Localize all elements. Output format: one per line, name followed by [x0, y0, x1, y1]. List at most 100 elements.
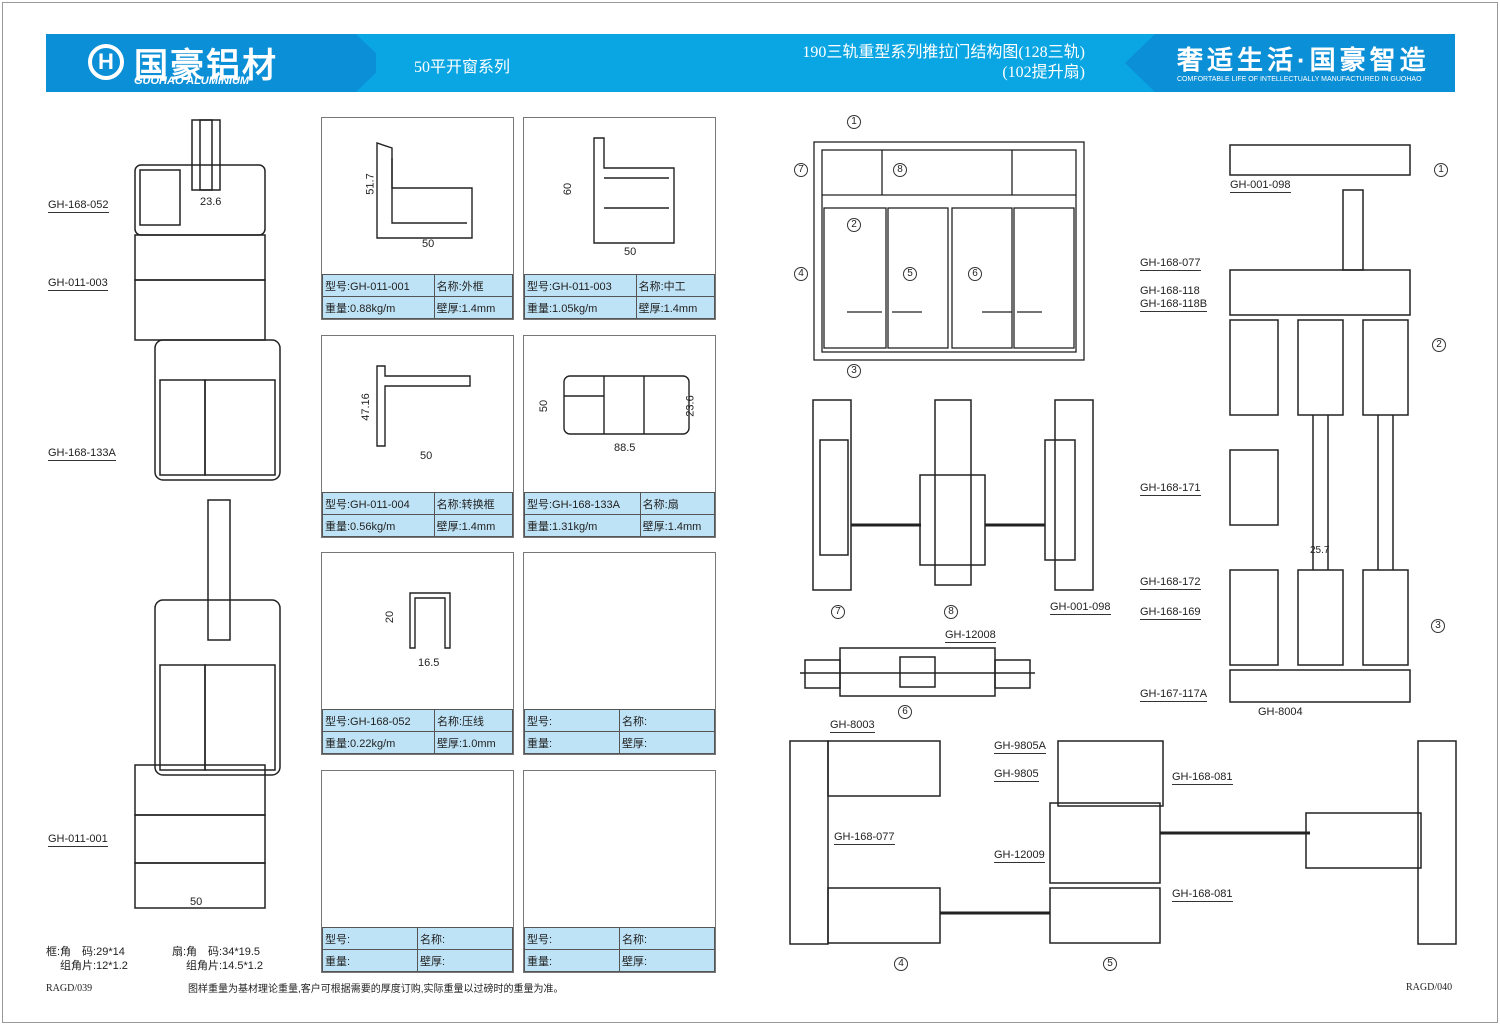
callout-1: 1 — [847, 115, 861, 129]
dimension: 51.7 — [364, 173, 377, 195]
profile-label: GH-168-077 — [834, 831, 895, 845]
callout-6: 6 — [968, 267, 982, 281]
profile-label: GH-168-081 — [1172, 771, 1233, 785]
section-6-drawing — [800, 647, 1035, 697]
slogan: 奢适生活·国豪智造 COMFORTABLE LIFE OF INTELLECTU… — [1125, 34, 1455, 92]
name: 名称:外框 — [433, 274, 514, 297]
profile-drawing — [593, 137, 675, 244]
profile-label: GH-12008 — [945, 629, 996, 643]
callout-3: 3 — [847, 364, 861, 378]
weight: 重量:1.31kg/m — [524, 514, 641, 537]
weight: 重量:1.05kg/m — [524, 296, 637, 319]
vertical-section-drawing — [1229, 144, 1411, 703]
name: 名称: — [417, 927, 513, 950]
header-banner: H 国豪铝材 GUOHAO ALUMINIUM 50平开窗系列 190三轨重型系… — [46, 34, 1455, 92]
thickness: 壁厚: — [417, 949, 513, 972]
left-label: GH-011-001 — [48, 833, 108, 847]
profile-label: GH-12009 — [994, 849, 1045, 863]
logo-h-icon: H — [88, 44, 124, 80]
name: 名称:中工 — [635, 274, 716, 297]
model: 型号:GH-011-004 — [322, 492, 435, 515]
callout-1: 1 — [1434, 163, 1448, 177]
dimension: 60 — [562, 182, 575, 196]
profile-drawing — [563, 375, 690, 435]
weight: 重量:0.56kg/m — [322, 514, 435, 537]
dimension: 20 — [384, 610, 397, 624]
profile-drawing — [376, 142, 473, 239]
profile-label: GH-001-098 — [1230, 179, 1291, 193]
left-label: GH-011-003 — [48, 277, 108, 291]
thickness: 壁厚: — [619, 731, 715, 754]
callout-4: 4 — [894, 957, 908, 971]
profile-label: GH-168-118 — [1140, 285, 1200, 297]
dimension: 25.7 — [1310, 545, 1330, 556]
left-label: GH-168-133A — [48, 447, 116, 461]
callout-7: 7 — [831, 605, 845, 619]
weight: 重量: — [524, 731, 620, 754]
title-line1: 190三轨重型系列推拉门结构图(128三轨) — [802, 44, 1085, 61]
model: 型号:GH-168-052 — [322, 709, 435, 732]
callout-2: 2 — [847, 218, 861, 232]
name: 名称:扇 — [639, 492, 716, 515]
profile-card-empty: 型号:名称:重量:壁厚: — [523, 552, 716, 755]
slogan-cn: 奢适生活·国豪智造 — [1177, 45, 1430, 75]
model: 型号:GH-011-001 — [322, 274, 435, 297]
profile-label: GH-168-077 — [1140, 257, 1201, 271]
page-number-right: RAGD/040 — [1406, 982, 1453, 993]
profile-card-empty: 型号:名称:重量:壁厚: — [523, 770, 716, 973]
profile-drawing — [409, 592, 451, 649]
dimension: 88.5 — [614, 442, 636, 454]
profile-label: GH-168-081 — [1172, 888, 1233, 902]
series-title: 50平开窗系列 — [414, 59, 511, 76]
callout-2: 2 — [1432, 338, 1446, 352]
model: 型号:GH-168-133A — [524, 492, 641, 515]
thickness: 壁厚: — [619, 949, 715, 972]
logo-en: GUOHAO ALUMINIUM — [134, 75, 250, 87]
name: 名称:转换框 — [433, 492, 514, 515]
dimension: 50 — [190, 896, 203, 908]
logo-cn: 国豪铝材 — [134, 47, 278, 85]
profile-label: GH-001-098 — [1050, 601, 1111, 615]
model: 型号: — [524, 709, 620, 732]
weight: 重量: — [524, 949, 620, 972]
footer-note: 图样重量为基材理论重量,客户可根据需要的厚度订购,实际重量以过磅时的重量为准。 — [188, 984, 564, 995]
left-section-drawing — [134, 119, 281, 909]
page-number-left: RAGD/039 — [46, 983, 93, 994]
profile-label: GH-9805 — [994, 768, 1039, 782]
name: 名称:压线 — [434, 709, 513, 732]
dimension: 50 — [420, 450, 433, 462]
page-title: 190三轨重型系列推拉门结构图(128三轨) (102提升扇) — [802, 43, 1085, 83]
logo: H 国豪铝材 GUOHAO ALUMINIUM — [46, 34, 376, 92]
callout-8: 8 — [944, 605, 958, 619]
weight: 重量:0.22kg/m — [322, 731, 435, 754]
model: 型号: — [322, 927, 418, 950]
name: 名称: — [619, 709, 715, 732]
dimension: 50 — [422, 238, 435, 250]
dimension: 23.6 — [684, 395, 697, 417]
callout-8: 8 — [893, 163, 907, 177]
profile-label: GH-8003 — [830, 719, 875, 733]
dimension: 16.5 — [418, 657, 440, 669]
dimension: 50 — [624, 246, 637, 258]
callout-6: 6 — [898, 705, 912, 719]
profile-label: GH-168-169 — [1140, 606, 1201, 620]
profile-label: GH-167-117A — [1140, 688, 1208, 702]
weight: 重量: — [322, 949, 418, 972]
callout-4: 4 — [794, 267, 808, 281]
callout-7: 7 — [794, 163, 808, 177]
dimension: 50 — [538, 399, 551, 413]
profile-label: GH-168-118B — [1140, 298, 1208, 312]
dimension: 47.16 — [359, 393, 372, 421]
profile-label: GH-168-171 — [1140, 482, 1201, 496]
callout-5: 5 — [903, 267, 917, 281]
model: 型号:GH-011-003 — [524, 274, 637, 297]
callout-5: 5 — [1103, 957, 1117, 971]
profile-drawing — [376, 365, 471, 447]
callout-3: 3 — [1431, 619, 1445, 633]
